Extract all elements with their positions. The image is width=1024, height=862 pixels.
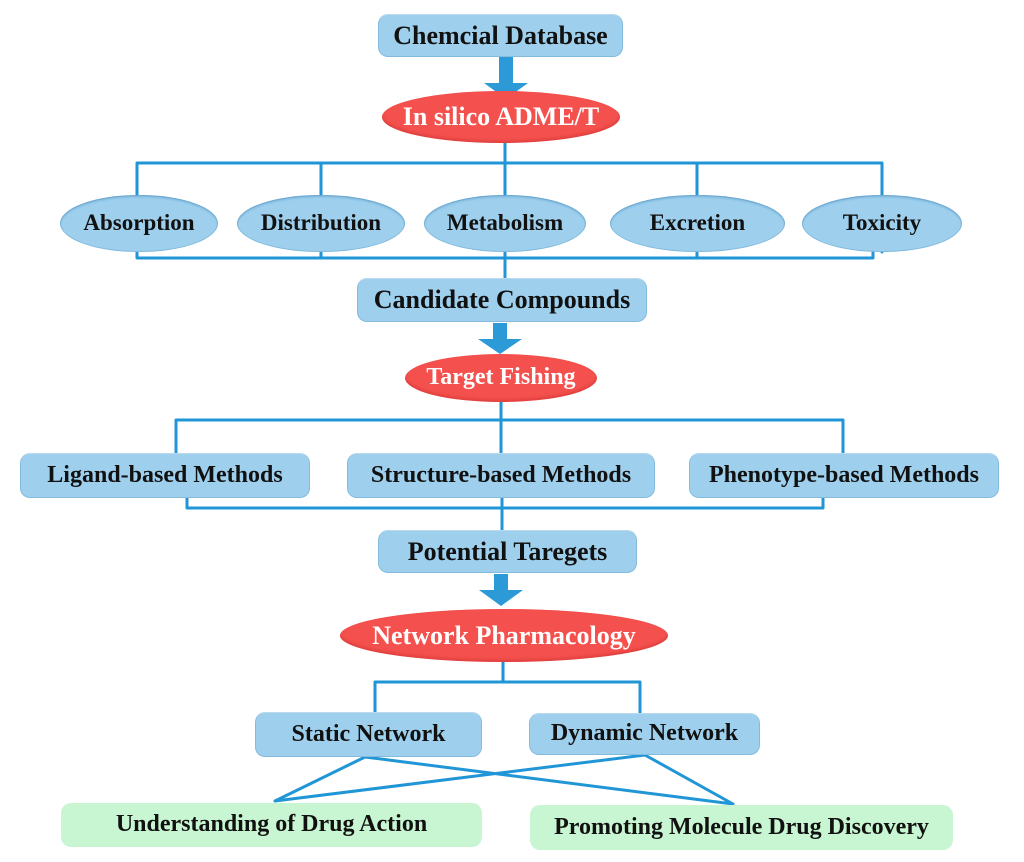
node-static-network: Static Network	[255, 712, 482, 757]
connector-networks-bracket	[373, 660, 642, 716]
node-chemical-database: Chemcial Database	[378, 14, 623, 57]
node-potential-targets: Potential Taregets	[378, 530, 637, 573]
node-in-silico-admet: In silico ADME/T	[382, 91, 620, 143]
connector-methods-bracket	[174, 400, 845, 534]
node-absorption: Absorption	[60, 195, 218, 252]
node-toxicity: Toxicity	[802, 195, 962, 252]
node-dynamic-network: Dynamic Network	[529, 713, 760, 755]
node-metabolism: Metabolism	[424, 195, 586, 252]
down-arrow-icon	[484, 57, 528, 99]
node-promoting-molecule-drug-discovery: Promoting Molecule Drug Discovery	[530, 805, 953, 850]
node-target-fishing: Target Fishing	[405, 354, 597, 402]
down-arrow-icon	[478, 323, 522, 354]
node-excretion: Excretion	[610, 195, 785, 252]
node-network-pharmacology: Network Pharmacology	[340, 609, 668, 662]
node-ligand-based-methods: Ligand-based Methods	[20, 453, 310, 498]
down-arrow-icon	[479, 574, 523, 606]
node-structure-based-methods: Structure-based Methods	[347, 453, 655, 498]
node-phenotype-based-methods: Phenotype-based Methods	[689, 453, 999, 498]
node-understanding-of-drug-action: Understanding of Drug Action	[61, 803, 482, 847]
node-distribution: Distribution	[237, 195, 405, 252]
node-candidate-compounds: Candidate Compounds	[357, 278, 647, 322]
connector-outcome-cross	[273, 753, 735, 806]
